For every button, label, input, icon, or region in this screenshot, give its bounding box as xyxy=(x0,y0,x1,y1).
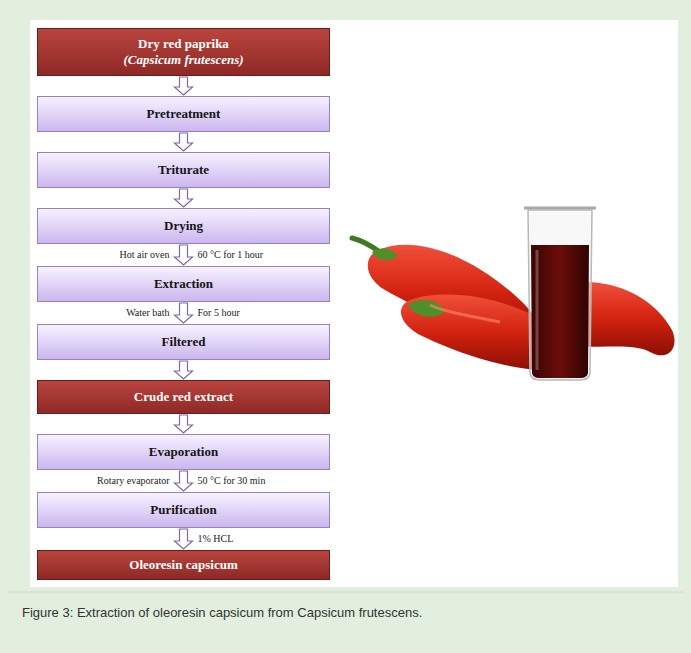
pepper-highlight xyxy=(430,305,500,322)
process-box: Filtered xyxy=(37,324,330,360)
flow-arrow xyxy=(175,415,193,433)
flow-arrow xyxy=(175,77,193,95)
flow-arrow xyxy=(175,303,193,323)
beaker-rim xyxy=(524,207,596,210)
step-text: Crude red extract xyxy=(134,389,233,405)
pepper-calyx xyxy=(372,249,398,261)
process-box: Evaporation xyxy=(37,434,330,470)
condition-label: For 5 hour xyxy=(198,307,240,319)
condition-label: Hot air oven xyxy=(120,249,170,261)
figure-caption: Figure 3: Extraction of oleoresin capsic… xyxy=(22,604,668,621)
beaker-liquid xyxy=(531,245,589,378)
step-text: Evaporation xyxy=(149,444,218,460)
step-text: (Capsicum frutescens) xyxy=(123,52,243,68)
condition-label: Water bath xyxy=(126,307,169,319)
condition-label: 50 °C for 30 min xyxy=(198,475,266,487)
step-text: Drying xyxy=(164,218,203,234)
beaker-shine xyxy=(536,250,539,370)
flow-arrow xyxy=(175,133,193,151)
pepper-illustration xyxy=(352,208,675,380)
flow-arrow xyxy=(175,361,193,379)
beaker xyxy=(528,210,592,380)
caption-rule xyxy=(8,592,683,593)
figure-panel xyxy=(30,20,678,587)
process-box: Drying xyxy=(37,208,330,244)
flow-arrow xyxy=(175,245,193,265)
key-step-box: Crude red extract xyxy=(37,380,330,414)
flow-arrow xyxy=(175,189,193,207)
step-text: Extraction xyxy=(154,276,213,292)
step-text: Oleoresin capsicum xyxy=(129,557,237,573)
process-box: Extraction xyxy=(37,266,330,302)
step-text: Triturate xyxy=(158,162,209,178)
step-text: Filtered xyxy=(162,334,206,350)
flow-arrow xyxy=(175,471,193,491)
step-text: Dry red paprika xyxy=(138,36,229,52)
flow-arrow xyxy=(175,529,193,549)
condition-label: 60 °C for 1 hour xyxy=(198,249,264,261)
condition-label: 1% HCL xyxy=(198,533,234,545)
step-text: Purification xyxy=(150,502,216,518)
process-box: Purification xyxy=(37,492,330,528)
step-text: Pretreatment xyxy=(147,106,221,122)
condition-label: Rotary evaporator xyxy=(97,475,169,487)
key-step-box: Dry red paprika(Capsicum frutescens) xyxy=(37,28,330,76)
key-step-box: Oleoresin capsicum xyxy=(37,550,330,580)
process-box: Triturate xyxy=(37,152,330,188)
process-box: Pretreatment xyxy=(37,96,330,132)
